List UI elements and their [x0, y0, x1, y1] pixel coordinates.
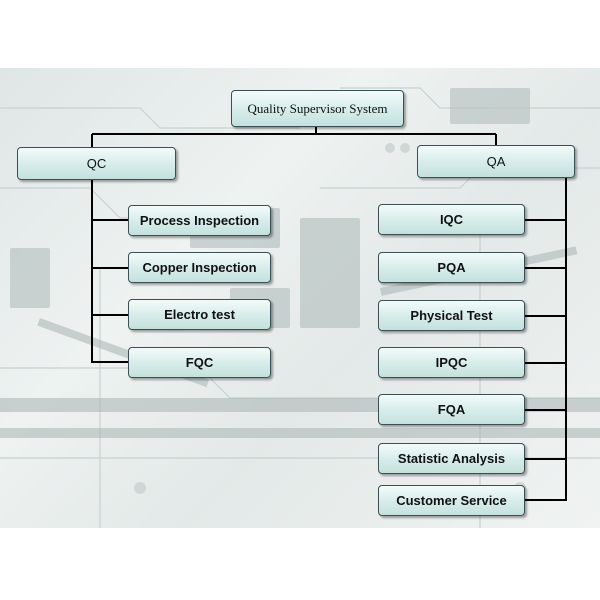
ipqc-node: IPQC: [378, 347, 525, 378]
fqc-node: FQC: [128, 347, 271, 378]
electro-test-node: Electro test: [128, 299, 271, 330]
copper-inspection-node: Copper Inspection: [128, 252, 271, 283]
customer-service-node: Customer Service: [378, 485, 525, 516]
process-inspection-node: Process Inspection: [128, 205, 271, 236]
physical-test-node: Physical Test: [378, 300, 525, 331]
pqa-node: PQA: [378, 252, 525, 283]
statistic-analysis-node: Statistic Analysis: [378, 443, 525, 474]
qc-node: QC: [17, 147, 176, 180]
qa-node: QA: [417, 145, 575, 178]
iqc-node: IQC: [378, 204, 525, 235]
fqa-node: FQA: [378, 394, 525, 425]
root-node: Quality Supervisor System: [231, 90, 404, 127]
